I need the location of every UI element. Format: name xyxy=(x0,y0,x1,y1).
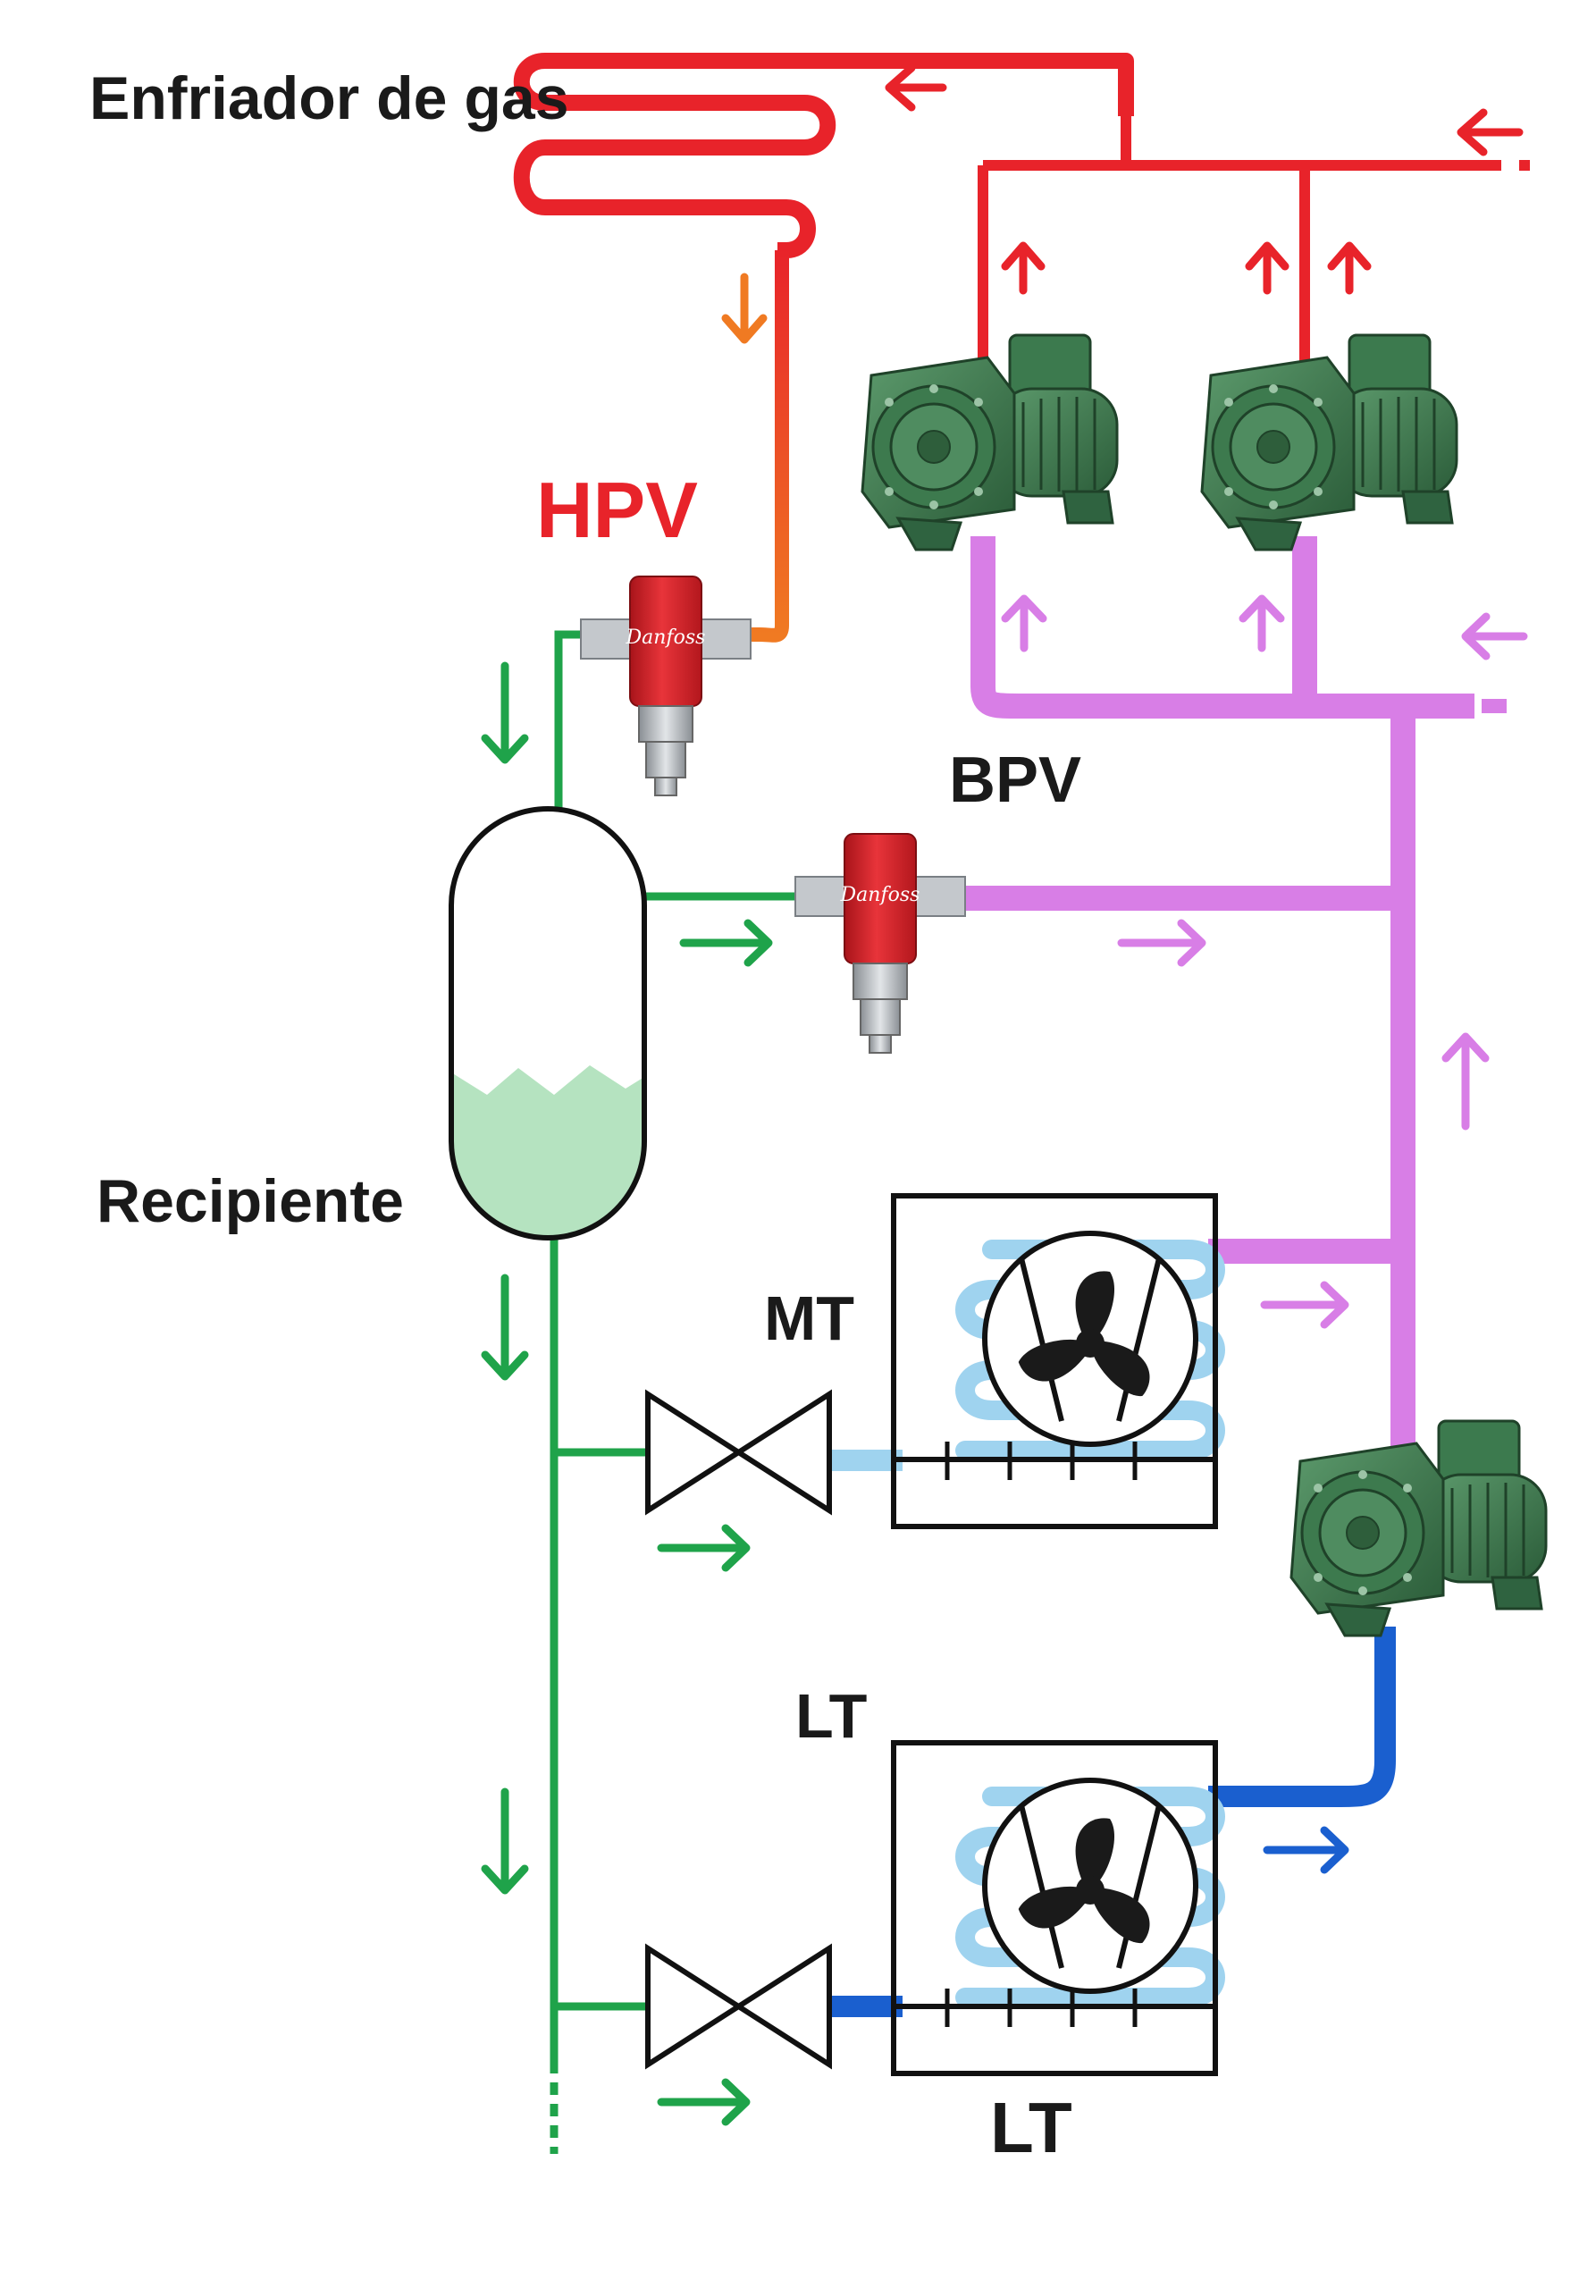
mt-suction-line xyxy=(947,536,1507,1501)
arrow-icon xyxy=(1001,594,1047,652)
lt-expansion-valve xyxy=(645,1943,832,2070)
arrow-icon xyxy=(1001,241,1046,295)
arrow-icon xyxy=(1239,594,1285,652)
hpv-logo: Danfoss xyxy=(626,627,706,649)
arrow-icon xyxy=(1461,612,1528,660)
mt-evaporator xyxy=(894,1196,1215,1526)
arrow-icon xyxy=(1117,919,1206,967)
lt-evaporator xyxy=(894,1743,1215,2073)
arrow-icon xyxy=(1260,1281,1349,1329)
mt-label: MT xyxy=(764,1283,855,1353)
gas-cooler-label: Enfriador de gas xyxy=(89,64,569,132)
lt-label-top: LT xyxy=(795,1681,868,1751)
lt-suction-line xyxy=(831,1627,1396,2017)
mt-compressor-1 xyxy=(861,333,1119,551)
hpv-label: HPV xyxy=(536,466,698,554)
arrow-icon xyxy=(481,1787,529,1895)
discharge-header xyxy=(978,116,1530,366)
gas-cooler-coil xyxy=(513,53,1134,643)
arrow-icon xyxy=(1441,1032,1490,1131)
receiver-tank xyxy=(449,806,647,1241)
liquid-line xyxy=(550,630,795,2073)
lt-label-bottom: LT xyxy=(990,2088,1072,2167)
arrow-icon xyxy=(481,661,529,764)
arrow-icon xyxy=(1327,241,1372,295)
arrow-icon xyxy=(679,919,773,967)
mt-expansion-valve xyxy=(645,1389,832,1516)
arrow-icon xyxy=(1263,1826,1349,1874)
arrow-icon xyxy=(885,63,947,112)
arrow-icon xyxy=(657,1524,751,1572)
arrow-icon xyxy=(721,273,768,344)
arrow-icon xyxy=(481,1274,529,1381)
arrow-icon xyxy=(657,2078,751,2126)
lt-compressor xyxy=(1289,1419,1548,1637)
bpv-logo: Danfoss xyxy=(840,884,920,906)
mt-compressor-2 xyxy=(1200,333,1458,551)
bpv-label: BPV xyxy=(949,744,1082,816)
bpv-valve: Danfoss xyxy=(794,833,966,1054)
arrow-icon xyxy=(1245,241,1289,295)
flow-arrows xyxy=(481,63,1528,2126)
hpv-valve: Danfoss xyxy=(580,576,752,796)
arrow-icon xyxy=(1457,108,1524,156)
receiver-label: Recipiente xyxy=(97,1167,404,1235)
